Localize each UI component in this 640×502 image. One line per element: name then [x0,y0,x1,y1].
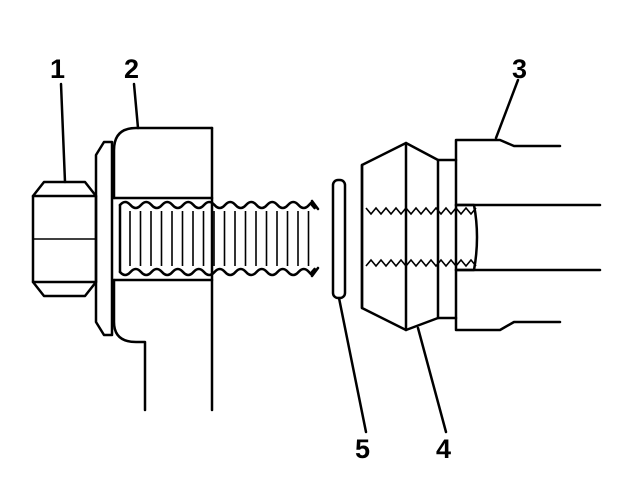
shank-end [310,199,320,278]
bolt-flange [94,140,114,337]
callout-4: 4 [436,434,451,464]
leader-lines [59,78,520,434]
leader-3 [494,78,520,140]
callout-3: 3 [512,54,527,84]
nut-thread-row [365,206,477,216]
bolt-threads [118,199,320,278]
callout-5: 5 [355,434,370,464]
thread-bottom-edge [118,267,316,277]
leader-1 [59,82,67,184]
nut-threads [365,206,477,268]
bracket-plate [112,126,214,412]
thin-washer [331,178,347,300]
callout-2: 2 [124,54,139,84]
leader-5 [337,296,368,434]
callout-1: 1 [50,54,65,84]
conical-nut [360,141,458,332]
nut-thread-row [365,258,477,268]
thread-top-edge [118,200,316,210]
receiving-housing [454,138,602,332]
leader-4 [416,326,448,434]
bolt-head [31,180,98,298]
leader-2 [132,82,140,130]
